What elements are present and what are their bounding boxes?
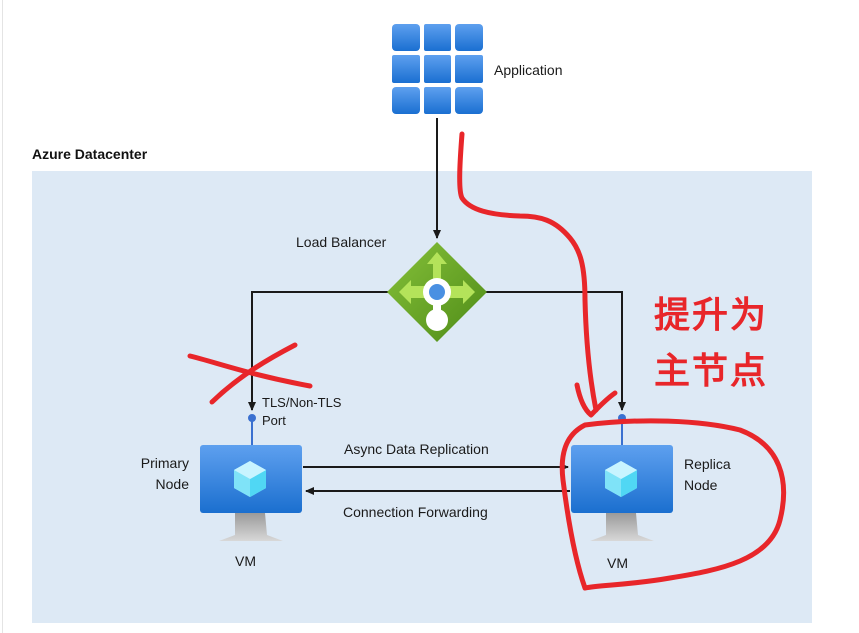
azure-datacenter-container <box>32 171 812 623</box>
promote-annotation-line1: 提升为 <box>654 295 769 336</box>
app-grid-icon <box>392 24 483 114</box>
failover-arrowhead <box>574 382 618 418</box>
replica-node-label-line1: Replica <box>684 456 731 472</box>
connection-forwarding-label: Connection Forwarding <box>343 504 488 520</box>
async-replication-label: Async Data Replication <box>344 441 489 457</box>
page-border <box>2 0 3 633</box>
primary-node-label-line2: Node <box>155 476 189 492</box>
failover-arrow <box>457 131 599 413</box>
lb-to-replica-arrow <box>486 291 626 411</box>
replica-highlight-circle <box>559 418 787 591</box>
load-balancer-label: Load Balancer <box>296 234 387 250</box>
lb-to-primary-arrow <box>248 291 388 411</box>
replica-vm-icon <box>571 445 673 541</box>
promote-annotation-line2: 主节点 <box>654 351 769 392</box>
application-label: Application <box>494 62 563 78</box>
datacenter-title: Azure Datacenter <box>32 146 148 162</box>
load-balancer-icon <box>387 242 487 342</box>
failure-cross-mark-2 <box>209 342 298 405</box>
primary-vm-icon <box>200 445 302 541</box>
failure-cross-mark <box>187 353 313 389</box>
port-label-line2: Port <box>262 413 286 428</box>
primary-vm-label: VM <box>235 553 256 569</box>
replica-vm-label: VM <box>607 555 628 571</box>
replica-node-label-line2: Node <box>684 477 718 493</box>
primary-node-label-line1: Primary <box>140 455 189 471</box>
port-label-line1: TLS/Non-TLS <box>262 395 342 410</box>
